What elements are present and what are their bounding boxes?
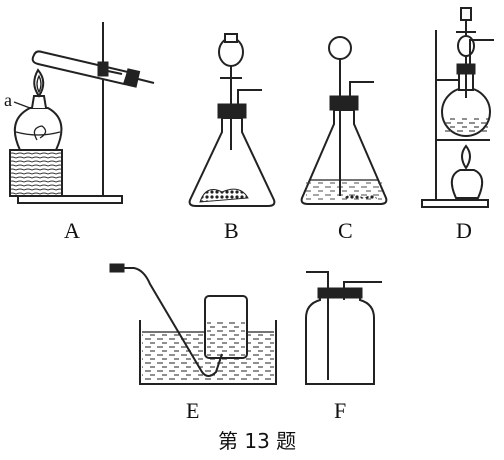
alcohol-lamp [13, 107, 63, 151]
solid-c [342, 194, 378, 200]
bottle-f [305, 295, 375, 385]
flame-d-icon [461, 144, 471, 170]
rubber-tube-e [109, 263, 125, 273]
iron-stand-base-d [421, 199, 489, 208]
label-d: D [456, 218, 472, 243]
clamp-a [97, 61, 123, 77]
stopper-c [329, 95, 359, 111]
liquid-c-fill [306, 181, 382, 202]
lamp-liquid [15, 131, 61, 136]
flask-b [188, 117, 276, 207]
lamp-wick [33, 125, 47, 141]
delivery-tube-b [237, 89, 262, 104]
wood-block [9, 149, 63, 197]
bottle-water [207, 320, 245, 356]
label-b: B [224, 218, 239, 243]
apparatus-a: a [4, 22, 155, 204]
apparatus-f [305, 271, 382, 385]
inner-flame-icon [36, 74, 42, 94]
trough-e [139, 320, 277, 385]
apparatus-c [300, 36, 388, 205]
apparatus-b [188, 33, 276, 207]
label-a-pointer [13, 101, 31, 109]
label-a: A [64, 218, 80, 243]
funnel-cap-d [460, 7, 472, 21]
lamp-wick-holder [31, 95, 47, 109]
flask-d-liquid [444, 116, 488, 132]
delivery-tube-c [349, 81, 374, 96]
apparatus-d [421, 7, 494, 208]
solid-b [199, 188, 249, 203]
funnel-cap-b [224, 33, 238, 43]
stopper-f [317, 287, 363, 299]
apparatus-e [109, 263, 277, 385]
flame-icon [33, 68, 45, 98]
label-small-a: a [4, 90, 12, 110]
figure-caption: 第 13 题 [218, 429, 296, 453]
delivery-tube-d [469, 39, 494, 64]
iron-stand-base-a [17, 195, 123, 204]
alcohol-lamp-d [450, 169, 484, 199]
label-c: C [338, 218, 353, 243]
label-f: F [334, 398, 346, 423]
thistle-funnel-bulb [328, 36, 352, 60]
short-tube-f [343, 281, 382, 300]
label-e: E [186, 398, 199, 423]
test-tube-a [31, 50, 155, 88]
delivery-tube-e [116, 267, 223, 377]
long-tube-f [306, 271, 329, 380]
